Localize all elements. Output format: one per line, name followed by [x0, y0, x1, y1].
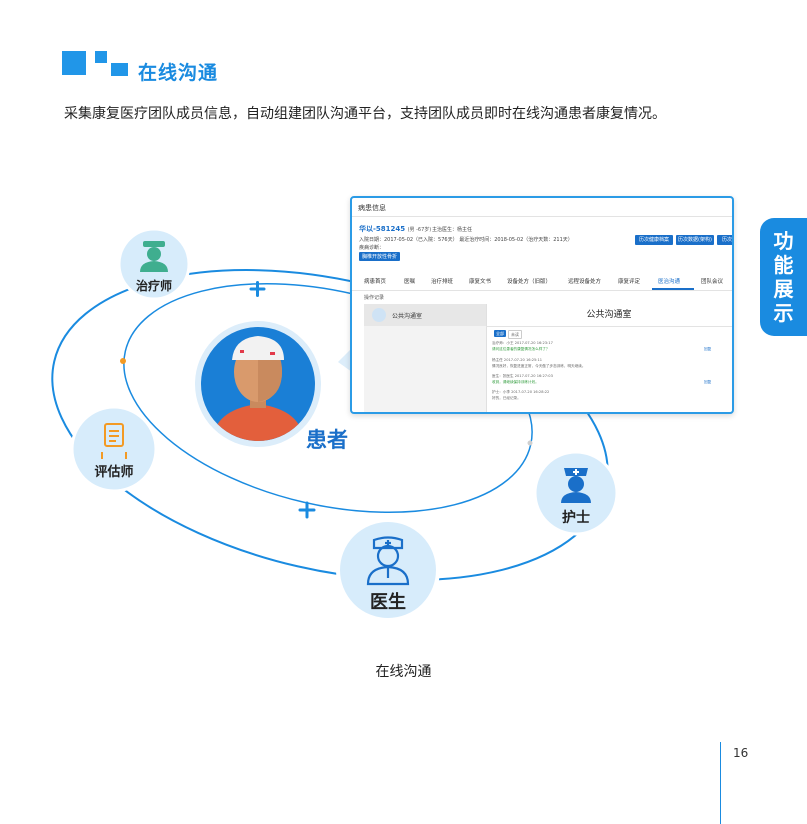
patient-label: 患者 [306, 428, 348, 452]
plus-icon [249, 281, 266, 297]
role-node-nurse[interactable]: 护士 [533, 450, 619, 536]
active-tab-underline [652, 288, 694, 290]
page-number-divider [720, 742, 721, 824]
message-meta: 杨主任 2017-07-20 16:25:11 [492, 358, 543, 362]
patient-info-panel: 病患信息 华以-581245 (男 -67岁) 主治医生：杨主任 入院日期：20… [350, 196, 734, 414]
operation-log-link[interactable]: 操作记录 [364, 295, 385, 301]
avatar [372, 308, 386, 322]
room-name: 公共沟通室 [392, 313, 423, 320]
diagnosis-tag: 胸椎开放性骨折 [359, 252, 401, 261]
header-logo-square-medium [111, 63, 128, 76]
role-node-therapist[interactable]: 治疗师 [117, 227, 191, 301]
attending-doctor: 主治医生：杨主任 [432, 227, 473, 233]
panel-divider [352, 216, 732, 217]
therapist-icon [140, 241, 168, 272]
patient-meta: (男 -67岁) [407, 227, 432, 233]
plus-icon [298, 501, 316, 519]
tab-medical-communication[interactable]: 医治沟通 [658, 279, 681, 285]
nurse-icon [561, 468, 591, 503]
tab-team-meeting[interactable]: 团队会议 [701, 279, 724, 285]
role-node-assessor[interactable]: 评估师 [70, 405, 158, 493]
message-meta: 医生：张医生 2017-07-20 16:27:03 [492, 374, 553, 378]
admission-info: 入院日期：2017-05-02（已入院：576天） 最近治疗时间：2018-05… [359, 237, 573, 243]
role-label: 治疗师 [136, 278, 172, 293]
message-meta: 治疗师：小王 2017-07-20 16:23:17 [492, 341, 553, 345]
side-tab-char: 示 [773, 301, 794, 325]
reply-link[interactable]: 回复 [704, 347, 712, 351]
side-tab-char: 功 [773, 229, 794, 253]
tab-patient-home[interactable]: 病患首页 [364, 279, 387, 285]
panel-title: 病患信息 [358, 204, 386, 212]
tab-rehab-documents[interactable]: 康复文书 [469, 279, 492, 285]
figure-caption: 在线沟通 [375, 664, 432, 680]
chat-room-title: 公共沟通室 [486, 304, 732, 327]
patient-name: 华以-581245 (男 -67岁) [359, 224, 431, 234]
filter-unread-chip[interactable]: 未读 [508, 330, 522, 339]
data-history-button[interactable]: 历次数据(架构) [676, 235, 714, 245]
message-meta: 护士：小李 2017-07-20 16:28:22 [492, 390, 550, 394]
section-title: 在线沟通 [138, 62, 219, 84]
room-list: 公共沟通室 [364, 304, 487, 412]
header-logo-square-large [62, 51, 86, 75]
role-label: 评估师 [94, 464, 133, 480]
tab-treatment-schedule[interactable]: 治疗排班 [431, 279, 454, 285]
tab-medical-order[interactable]: 医嘱 [404, 279, 416, 285]
orbit-dot-orange [527, 440, 533, 446]
message-text: 情况良好，恢复进度正常，今天做了步态训练，明天继续。 [492, 364, 586, 368]
reply-link[interactable]: 回复 [704, 380, 712, 384]
tab-device-prescription-old[interactable]: 设备处方（旧版） [507, 279, 552, 285]
assessor-icon [101, 423, 127, 459]
patient-bubble [195, 321, 352, 447]
history-button[interactable]: 历次 [717, 235, 732, 245]
orbit-dot-orange [120, 358, 126, 364]
side-tab-char: 展 [773, 277, 794, 301]
message-text: 好的，已经记录。 [492, 396, 521, 400]
role-label: 护士 [562, 509, 590, 526]
doctor-icon [366, 536, 410, 586]
filter-all-chip[interactable]: 全部 [494, 330, 506, 337]
header-logo-square-small [95, 51, 107, 63]
section-subtitle: 采集康复医疗团队成员信息，自动组建团队沟通平台，支持团队成员即时在线沟通患者康复… [64, 106, 666, 122]
side-tab-char: 能 [773, 253, 794, 277]
role-node-doctor[interactable]: 医生 [336, 518, 440, 622]
side-tab-feature-display[interactable]: 功 能 展 示 [760, 218, 807, 336]
message-text: 请问这位患者的康复情况怎么样了？ [492, 347, 550, 351]
message-text: 收到，请继续保持训练计划。 [492, 380, 539, 384]
tab-remote-device-prescription[interactable]: 远程设备处方 [568, 279, 602, 285]
tab-rehab-assessment[interactable]: 康复评定 [618, 279, 641, 285]
panel-tabs: 病患首页 医嘱 治疗排班 康复文书 设备处方（旧版） 远程设备处方 康复评定 医… [352, 270, 732, 291]
page-number: 16 [733, 746, 749, 760]
role-label: 医生 [370, 591, 406, 613]
diagnosis-label: 疾病诊断： [359, 245, 385, 251]
patient-icon [212, 336, 304, 441]
room-list-item[interactable]: 公共沟通室 [364, 304, 486, 326]
patient-name-text: 华以-581245 [359, 225, 406, 233]
health-record-button[interactable]: 历次健康档案 [635, 235, 673, 245]
